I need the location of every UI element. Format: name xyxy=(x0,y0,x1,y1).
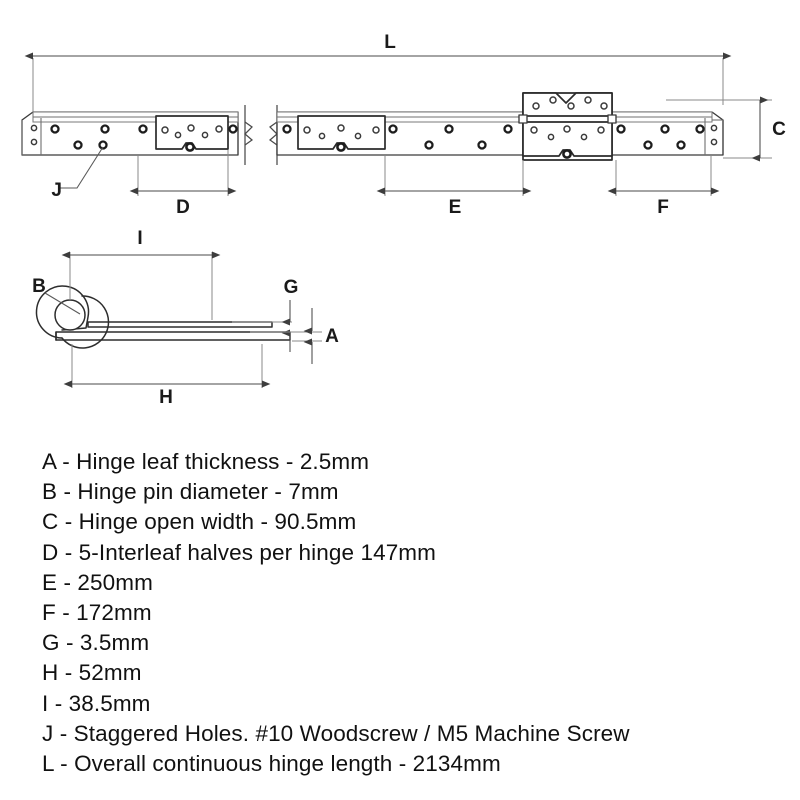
end-hole xyxy=(30,124,38,132)
dimension-legend: A - Hinge leaf thickness - 2.5mm B - Hin… xyxy=(42,447,782,779)
dim-label-L: L xyxy=(384,32,396,53)
screw-hole xyxy=(73,140,83,150)
center-pin xyxy=(185,142,195,152)
dimension-C: C xyxy=(666,96,786,162)
end-hole xyxy=(30,138,38,146)
screw-hole xyxy=(228,124,238,134)
dim-label-F: F xyxy=(657,197,669,218)
dimension-E: E xyxy=(376,156,532,218)
legend-item-F: F - 172mm xyxy=(42,600,152,626)
dimension-H: H xyxy=(63,344,271,408)
dimension-I: I xyxy=(61,228,221,320)
interleaf-hole xyxy=(337,124,345,132)
splice-hole xyxy=(547,133,555,141)
splice-hole xyxy=(549,96,557,104)
screw-hole xyxy=(424,140,434,150)
screw-hole xyxy=(50,124,60,134)
legend-item-C: C - Hinge open width - 90.5mm xyxy=(42,509,357,535)
screw-hole xyxy=(616,124,626,134)
screw-hole xyxy=(98,140,108,150)
hinge-plan-left-segment xyxy=(21,105,254,165)
leader-J: J xyxy=(51,146,104,201)
screw-hole xyxy=(695,124,705,134)
dim-label-A: A xyxy=(325,326,339,347)
dimension-D: D xyxy=(129,150,237,218)
legend-item-G: G - 3.5mm xyxy=(42,630,150,656)
interleaf-hole xyxy=(187,124,195,132)
splice-hole xyxy=(567,102,575,110)
screw-hole xyxy=(643,140,653,150)
hinge-technical-drawing: L xyxy=(21,32,786,408)
dim-label-H: H xyxy=(159,387,173,408)
legend-item-E: E - 250mm xyxy=(42,569,153,595)
dim-label-G: G xyxy=(284,277,299,298)
dimension-L: L xyxy=(24,32,732,112)
splice-hole xyxy=(600,102,608,110)
end-hole xyxy=(710,124,718,132)
end-hole xyxy=(710,138,718,146)
dim-label-B: B xyxy=(32,276,46,297)
legend-item-H: H - 52mm xyxy=(42,660,142,686)
legend-item-L: L - Overall continuous hinge length - 21… xyxy=(42,751,501,777)
dim-label-D: D xyxy=(176,197,190,218)
hinge-pin-circle xyxy=(54,299,86,331)
dim-label-C: C xyxy=(772,119,786,140)
center-pin xyxy=(562,149,572,159)
dimension-F: F xyxy=(607,156,720,218)
leader-B: B xyxy=(32,276,81,315)
splice-hole xyxy=(532,102,540,110)
legend-item-A: A - Hinge leaf thickness - 2.5mm xyxy=(42,449,370,474)
screw-hole xyxy=(660,124,670,134)
legend-item-I: I - 38.5mm xyxy=(42,690,151,716)
screw-hole xyxy=(100,124,110,134)
interleaf-hole xyxy=(201,131,209,139)
legend-item-J: J - Staggered Holes. #10 Woodscrew / M5 … xyxy=(42,720,630,746)
interleaf-hole xyxy=(318,132,326,140)
dim-label-J: J xyxy=(51,180,62,201)
splice-hole xyxy=(584,96,592,104)
dim-label-E: E xyxy=(449,197,462,218)
screw-hole xyxy=(282,124,292,134)
dim-label-I: I xyxy=(137,228,142,249)
screw-hole xyxy=(676,140,686,150)
interleaf-hole xyxy=(174,131,182,139)
splice-hole xyxy=(597,126,605,134)
screw-hole xyxy=(477,140,487,150)
screw-hole xyxy=(388,124,398,134)
splice-hole xyxy=(563,125,571,133)
screw-hole xyxy=(444,124,454,134)
splice-hole xyxy=(530,126,538,134)
center-pin xyxy=(336,142,346,152)
interleaf-hole xyxy=(354,132,362,140)
hinge-profile-view xyxy=(35,285,291,349)
dimension-A: A xyxy=(270,308,339,364)
interleaf-hole xyxy=(215,125,223,133)
interleaf-hole xyxy=(303,126,311,134)
interleaf-hole xyxy=(161,126,169,134)
screw-hole xyxy=(138,124,148,134)
splice-hole xyxy=(580,133,588,141)
interleaf-hole xyxy=(372,126,380,134)
screw-hole xyxy=(503,124,513,134)
hinge-plan-right-segment xyxy=(268,92,724,165)
legend-item-D: D - 5-Interleaf halves per hinge 147mm xyxy=(42,539,436,565)
legend-item-B: B - Hinge pin diameter - 7mm xyxy=(42,479,339,505)
